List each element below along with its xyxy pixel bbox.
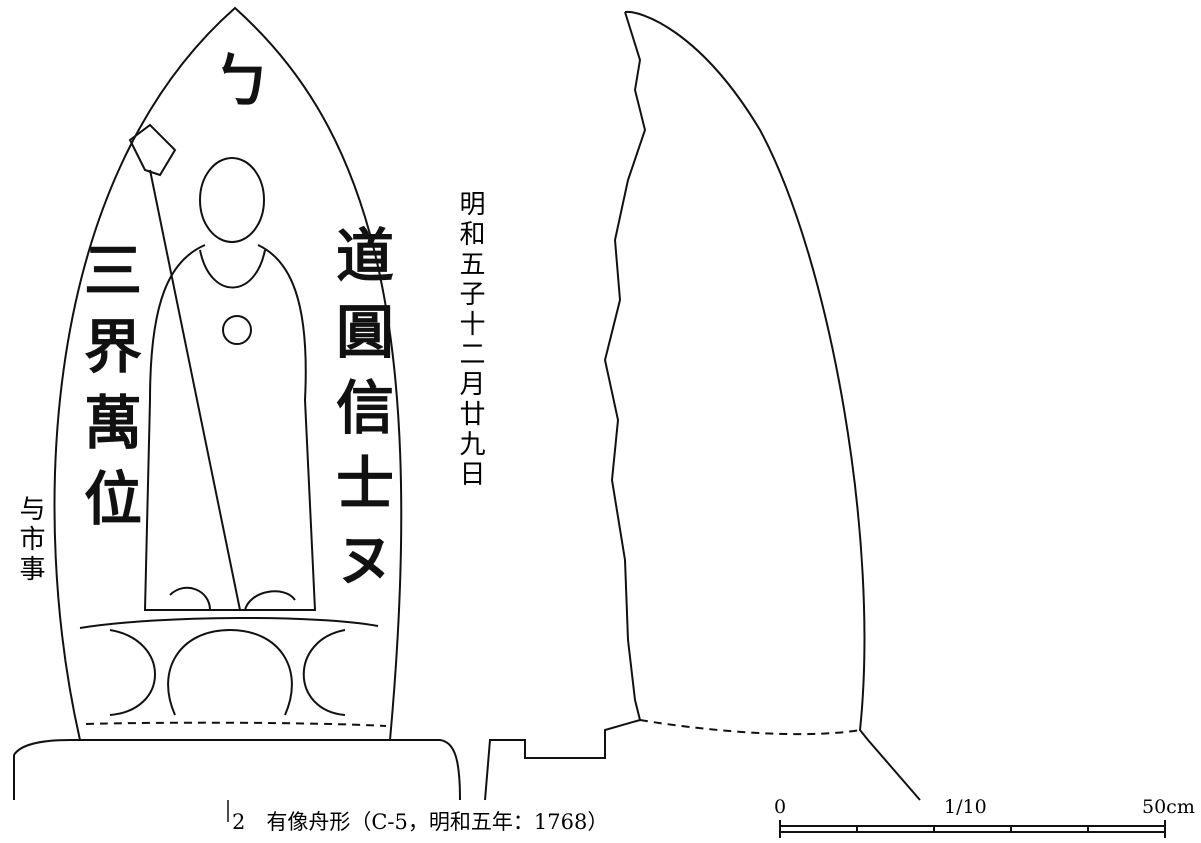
side-note: 与市事 bbox=[15, 495, 45, 585]
scale-label-ratio: 1/10 bbox=[944, 796, 987, 818]
figure-caption: 2 有像舟形（C-5，明和五年：1768） bbox=[232, 810, 609, 834]
lotus-pedestal bbox=[79, 617, 379, 629]
scale-bar bbox=[779, 820, 1166, 838]
jizo-figure bbox=[143, 157, 317, 611]
stone-side-outline bbox=[484, 10, 921, 801]
stone-date-inscription: 明和五子十二月廿九日 bbox=[455, 190, 485, 490]
stone-front-outline bbox=[53, 6, 403, 741]
scale-label-start: 0 bbox=[774, 796, 787, 818]
stone-right-column: 道圓信士ヌ bbox=[326, 225, 394, 605]
stone-top-char: ㄅ bbox=[203, 50, 271, 126]
stone-left-column: 三界萬位 bbox=[74, 240, 142, 544]
shakujo-staff bbox=[128, 123, 241, 611]
scale-label-end: 50cm bbox=[1142, 796, 1195, 818]
stone-base-front bbox=[13, 739, 461, 801]
